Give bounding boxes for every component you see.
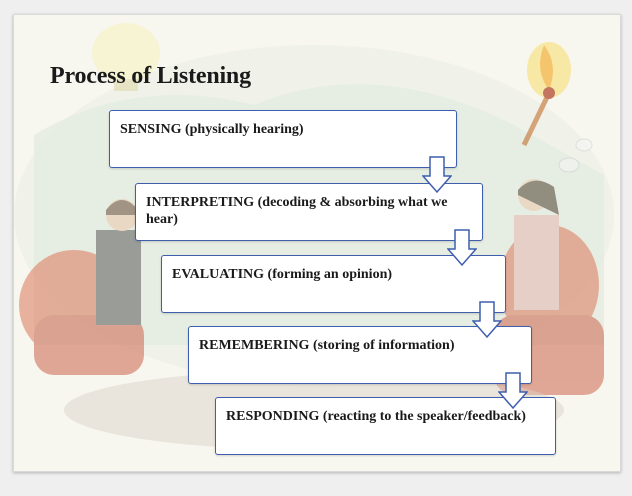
down-arrow-icon [447, 229, 477, 267]
lightbulb-icon [92, 23, 160, 91]
slide: Process of Listening SENSING (physically… [13, 14, 621, 472]
step-interpreting-box: INTERPRETING (decoding & absorbing what … [135, 183, 483, 241]
person-left-clipart [19, 199, 144, 375]
step-remembering-box: REMEMBERING (storing of information) [188, 326, 532, 384]
step-responding-box: RESPONDING (reacting to the speaker/feed… [215, 397, 556, 455]
step-evaluating-box: EVALUATING (forming an opinion) [161, 255, 506, 313]
down-arrow-icon [498, 372, 528, 410]
slide-title: Process of Listening [50, 63, 251, 89]
step-sensing-box: SENSING (physically hearing) [109, 110, 457, 168]
match-flame-icon [521, 42, 571, 147]
down-arrow-icon [472, 301, 502, 339]
down-arrow-icon [422, 156, 452, 194]
